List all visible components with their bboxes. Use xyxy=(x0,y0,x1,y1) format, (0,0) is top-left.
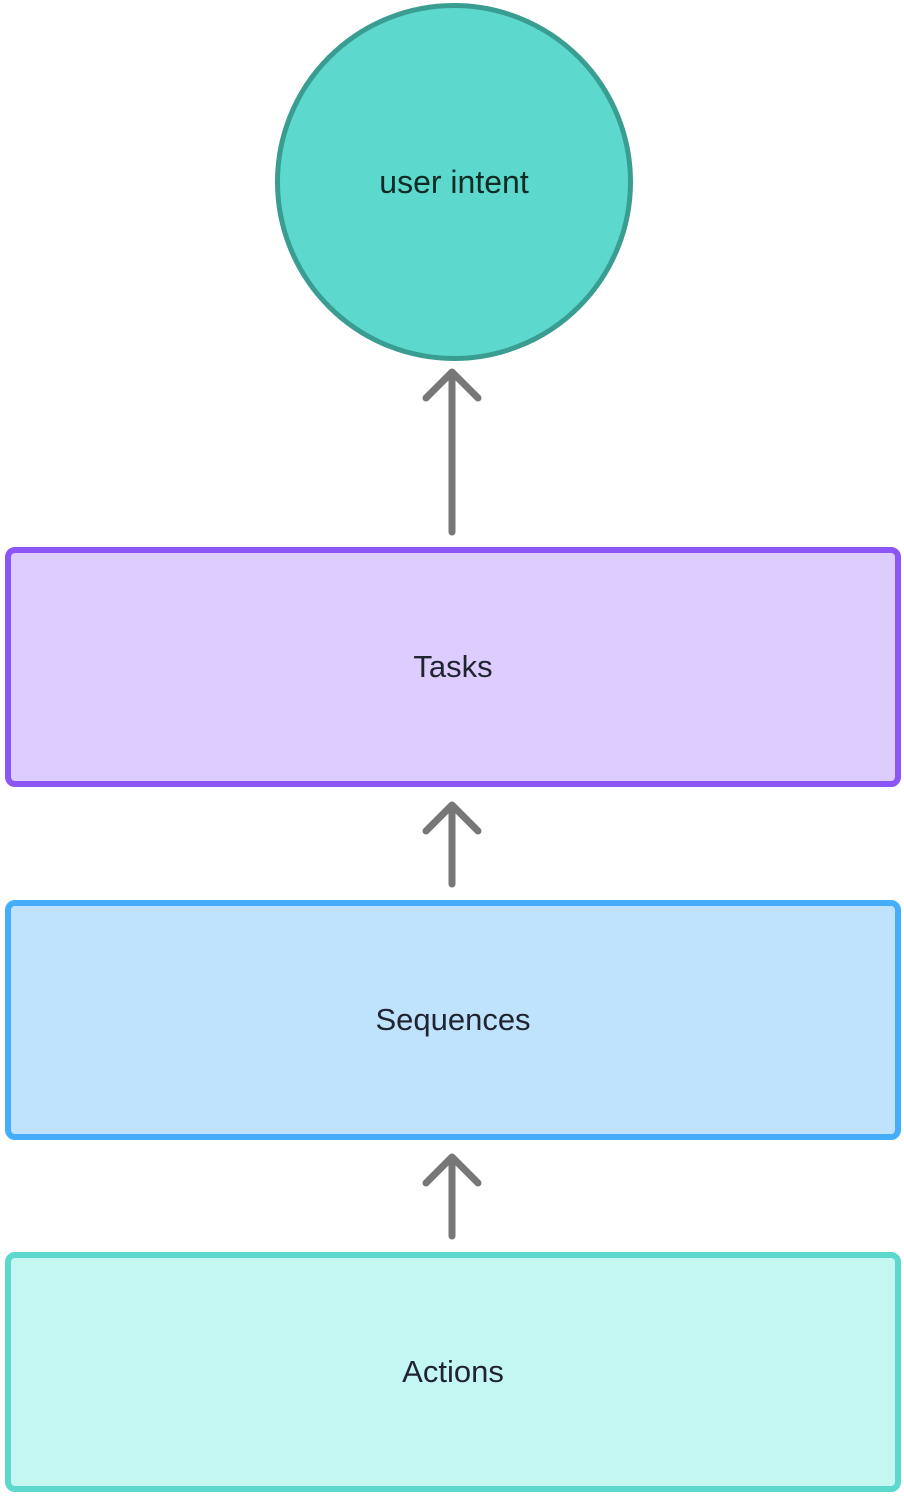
sequences-label: Sequences xyxy=(375,1002,531,1037)
sequences-layer: Sequences xyxy=(5,900,901,1140)
tasks-label: Tasks xyxy=(413,649,493,684)
actions-layer: Actions xyxy=(5,1252,901,1492)
user-intent-node: user intent xyxy=(275,3,633,361)
arrow-sequences-to-tasks xyxy=(422,801,482,888)
arrow-tasks-to-intent xyxy=(422,368,482,536)
user-intent-label: user intent xyxy=(379,163,529,200)
arrow-actions-to-sequences xyxy=(422,1153,482,1240)
tasks-layer: Tasks xyxy=(5,547,901,787)
actions-label: Actions xyxy=(402,1354,504,1389)
